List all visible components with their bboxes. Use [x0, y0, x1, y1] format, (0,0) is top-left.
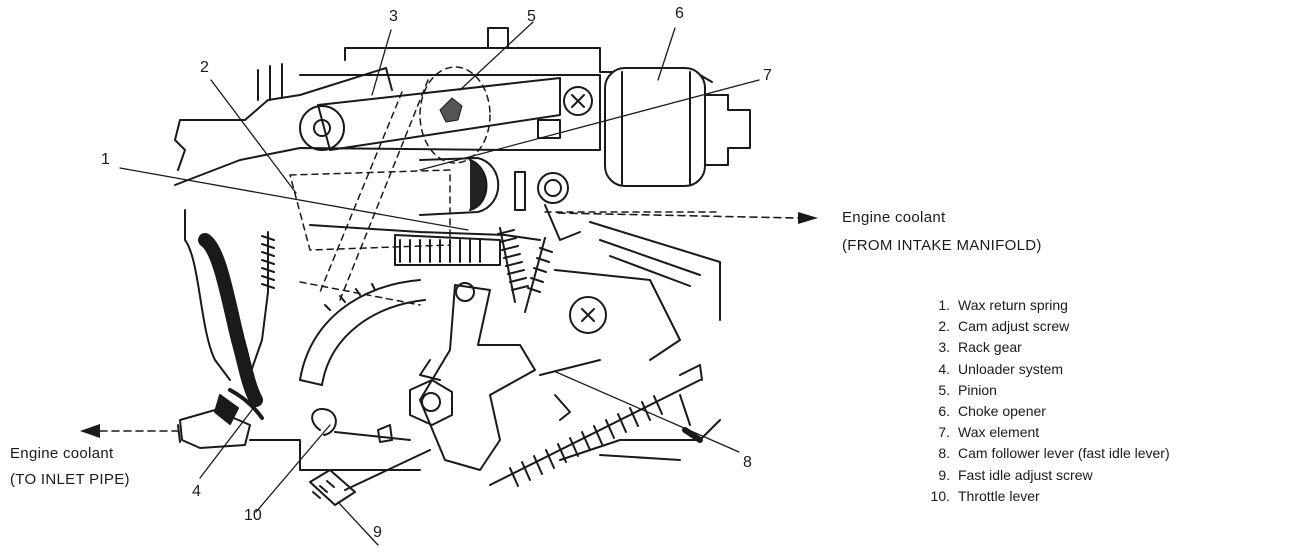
- legend-item-number: 2.: [938, 318, 950, 335]
- legend-item-number: 7.: [938, 424, 950, 441]
- legend-item: 10. Throttle lever: [928, 486, 1170, 507]
- callout-10: 10: [244, 507, 262, 524]
- carburetor-upper-body: [174, 27, 613, 186]
- arrow-left-icon: [80, 424, 100, 438]
- throttle-lever-shape: [311, 408, 411, 443]
- legend-item-label: Wax return spring: [958, 297, 1068, 313]
- legend-item-number: 9.: [938, 466, 950, 483]
- legend-item: 8. Cam follower lever (fast idle lever): [928, 443, 1170, 464]
- legend-item-label: Throttle lever: [958, 487, 1040, 504]
- choke-cam-shape: [299, 279, 426, 386]
- legend-item: 1. Wax return spring: [928, 295, 1170, 316]
- callout-3: 3: [389, 8, 398, 25]
- rack-gear-and-lever-shape: [299, 67, 593, 151]
- cam-follower-lever-shape: [419, 282, 601, 471]
- parts-legend: 1. Wax return spring 2. Cam adjust screw 3…: [928, 295, 1170, 507]
- legend-item: 7. Wax element: [928, 422, 1170, 443]
- callout-6: 6: [675, 5, 684, 22]
- throttle-shaft-nut: [409, 379, 453, 426]
- coolant-from-intake-line1: Engine coolant: [842, 209, 946, 226]
- pinion-shape: [439, 97, 463, 123]
- legend-item: 3. Rack gear: [928, 337, 1170, 358]
- coolant-from-intake-line2: (FROM INTAKE MANIFOLD): [842, 237, 1042, 254]
- coolant-inlet-fitting: [514, 171, 581, 241]
- carburetor-lower-body: [184, 209, 721, 471]
- legend-item-label: Fast idle adjust screw: [958, 466, 1093, 483]
- legend-item-label: Choke opener: [958, 403, 1046, 420]
- coolant-to-inlet-line2: (TO INLET PIPE): [10, 471, 130, 488]
- callout-7: 7: [763, 67, 772, 84]
- fast-idle-adjust-screw-shape: [309, 449, 431, 506]
- coolant-from-intake-label: Engine coolant (FROM INTAKE MANIFOLD): [842, 208, 1042, 256]
- wax-element-shape: [419, 119, 561, 216]
- callout-2: 2: [200, 59, 209, 76]
- coolant-to-inlet-line1: Engine coolant: [10, 445, 114, 462]
- callout-5: 5: [527, 8, 536, 25]
- legend-item-number: 8.: [938, 445, 950, 462]
- legend-item: 5. Pinion: [928, 380, 1170, 401]
- legend-item: 4. Unloader system: [928, 359, 1170, 380]
- callout-8: 8: [743, 454, 752, 471]
- legend-item-label: Pinion: [958, 381, 997, 398]
- leader-lines: [119, 21, 760, 546]
- legend-item-number: 5.: [938, 381, 950, 398]
- callout-9: 9: [373, 524, 382, 541]
- legend-item-number: 3.: [938, 339, 950, 356]
- legend-item: 2. Cam adjust screw: [928, 316, 1170, 337]
- callout-4: 4: [192, 483, 201, 500]
- wax-return-spring-shape: [247, 227, 553, 381]
- legend-item-number: 4.: [938, 360, 950, 377]
- callout-1: 1: [101, 151, 110, 168]
- legend-item: 6. Choke opener: [928, 401, 1170, 422]
- legend-item-label: Rack gear: [958, 339, 1022, 356]
- legend-item-label: Cam adjust screw: [958, 318, 1070, 335]
- legend-item-label: Cam follower lever (fast idle lever): [958, 445, 1170, 462]
- legend-item-number: 6.: [938, 403, 950, 420]
- return-spring-shape: [489, 364, 703, 487]
- legend-item-label: Wax element: [958, 424, 1040, 441]
- choke-opener-shape: [604, 67, 751, 187]
- legend-item-number: 10.: [930, 487, 950, 504]
- flow-arrows: [80, 212, 818, 438]
- legend-item-label: Unloader system: [958, 360, 1064, 377]
- arrow-right-icon: [798, 212, 818, 224]
- coolant-hose-shape: [177, 233, 264, 449]
- coolant-to-inlet-label: Engine coolant (TO INLET PIPE): [10, 444, 130, 490]
- legend-item: 9. Fast idle adjust screw: [928, 465, 1170, 486]
- legend-item-number: 1.: [938, 297, 950, 313]
